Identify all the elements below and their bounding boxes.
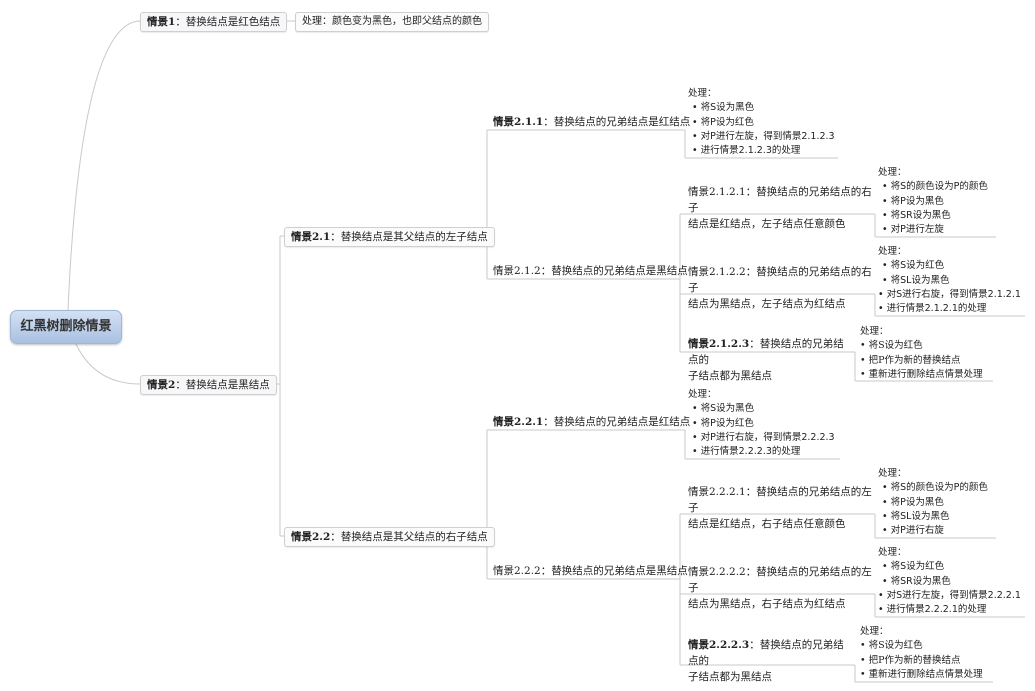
handling-item: 对P进行右旋，得到情景2.2.2.3 <box>688 431 835 445</box>
case2-1-text: ：替换结点是其父结点的左子结点 <box>330 231 488 243</box>
case2-2-2-prefix: 情景2.2.2 <box>493 565 541 577</box>
handling-item: 把P作为新的替换结点 <box>860 354 983 368</box>
case1-handling[interactable]: 处理：颜色变为黑色，也即父结点的颜色 <box>295 12 489 32</box>
label-line: 子结点都为黑结点 <box>688 671 772 683</box>
case2-prefix: 情景2 <box>147 379 176 391</box>
handling-item: 对P进行左旋 <box>878 223 988 237</box>
handling-title: 处理： <box>860 326 889 337</box>
label-line: ：替换结点的兄弟结点的左子 <box>688 486 872 514</box>
case2-1-1-node[interactable]: 情景2.1.1：替换结点的兄弟结点是红结点 <box>491 115 692 129</box>
case2-2-1-prefix: 情景2.2.1 <box>493 416 544 428</box>
label-line: 结点为黑结点，右子结点为红结点 <box>688 598 846 610</box>
case2-2-2-3-handling[interactable]: 处理： 将S设为红色 把P作为新的替换结点 重新进行删除结点情景处理 <box>860 625 983 682</box>
label-line: ：替换结点的兄弟结点的 <box>688 639 844 667</box>
case2-1-node[interactable]: 情景2.1：替换结点是其父结点的左子结点 <box>284 227 495 247</box>
case2-1-2-text: ：替换结点的兄弟结点是黑结点 <box>540 265 688 277</box>
handling-item: 将S设为红色 <box>878 259 1021 273</box>
case2-2-prefix: 情景2.2 <box>291 531 331 543</box>
case1-handling-text: 处理：颜色变为黑色，也即父结点的颜色 <box>302 16 482 27</box>
case2-1-prefix: 情景2.1 <box>291 231 331 243</box>
case2-2-1-handling[interactable]: 处理： 将S设为黑色 将P设为红色 对P进行右旋，得到情景2.2.2.3 进行情… <box>688 388 835 459</box>
handling-title: 处理： <box>878 547 907 558</box>
handling-item: 把P作为新的替换结点 <box>860 654 983 668</box>
case2-2-2-1-prefix: 情景2.2.2.1 <box>688 486 746 498</box>
handling-item: 将SR设为黑色 <box>878 575 1021 589</box>
root-node[interactable]: 红黑树删除情景 <box>10 310 122 344</box>
case2-2-2-2-handling[interactable]: 处理： 将S设为红色 将SR设为黑色 对S进行左旋，得到情景2.2.2.1 进行… <box>878 546 1021 617</box>
handling-title: 处理： <box>688 389 717 400</box>
label-line: 结点为黑结点，左子结点为红结点 <box>688 298 846 310</box>
case2-1-2-3-node[interactable]: 情景2.1.2.3：替换结点的兄弟结点的子结点都为黑结点 <box>686 336 855 384</box>
label-line: 子结点都为黑结点 <box>688 370 772 382</box>
handling-item: 将S的颜色设为P的颜色 <box>878 180 988 194</box>
handling-item: 进行情景2.2.2.1的处理 <box>878 603 1021 617</box>
label-line: 结点是红结点，右子结点任意颜色 <box>688 518 846 530</box>
case2-2-2-2-prefix: 情景2.2.2.2 <box>688 566 746 578</box>
handling-item: 将S的颜色设为P的颜色 <box>878 481 988 495</box>
handling-item: 对S进行右旋，得到情景2.1.2.1 <box>878 288 1021 302</box>
case2-1-1-handling[interactable]: 处理： 将S设为黑色 将P设为红色 对P进行左旋，得到情景2.1.2.3 进行情… <box>688 87 835 158</box>
root-label: 红黑树删除情景 <box>20 319 112 334</box>
handling-title: 处理： <box>878 468 907 479</box>
handling-title: 处理： <box>878 167 907 178</box>
case1-prefix: 情景1 <box>147 16 176 28</box>
case2-2-2-1-handling[interactable]: 处理： 将S的颜色设为P的颜色 将P设为黑色 将SL设为黑色 对P进行右旋 <box>878 467 988 538</box>
case2-1-2-node[interactable]: 情景2.1.2：替换结点的兄弟结点是黑结点 <box>491 264 690 278</box>
case2-1-2-1-handling[interactable]: 处理： 将S的颜色设为P的颜色 将P设为黑色 将SR设为黑色 对P进行左旋 <box>878 166 988 237</box>
case2-2-1-node[interactable]: 情景2.2.1：替换结点的兄弟结点是红结点 <box>491 415 692 429</box>
handling-item: 将S设为红色 <box>860 639 983 653</box>
case2-1-2-1-node[interactable]: 情景2.1.2.1：替换结点的兄弟结点的右子结点是红结点，左子结点任意颜色 <box>686 184 875 232</box>
handling-item: 进行情景2.1.2.3的处理 <box>688 144 835 158</box>
case2-2-2-2-node[interactable]: 情景2.2.2.2：替换结点的兄弟结点的左子结点为黑结点，右子结点为红结点 <box>686 564 875 612</box>
handling-title: 处理： <box>878 246 907 257</box>
case2-1-1-prefix: 情景2.1.1 <box>493 116 544 128</box>
handling-item: 将SL设为黑色 <box>878 510 988 524</box>
case2-node[interactable]: 情景2：替换结点是黑结点 <box>140 375 277 395</box>
case2-text: ：替换结点是黑结点 <box>175 379 270 391</box>
handling-item: 将SL设为黑色 <box>878 274 1021 288</box>
case2-2-2-node[interactable]: 情景2.2.2：替换结点的兄弟结点是黑结点 <box>491 564 690 578</box>
case2-1-2-3-prefix: 情景2.1.2.3 <box>688 338 750 350</box>
case1-node[interactable]: 情景1：替换结点是红色结点 <box>140 12 288 32</box>
handling-item: 进行情景2.1.2.1的处理 <box>878 302 1021 316</box>
handling-item: 将S设为黑色 <box>688 101 835 115</box>
handling-title: 处理： <box>688 88 717 99</box>
case2-1-2-1-prefix: 情景2.1.2.1 <box>688 186 746 198</box>
case2-1-1-text: ：替换结点的兄弟结点是红结点 <box>543 116 691 128</box>
case2-2-1-text: ：替换结点的兄弟结点是红结点 <box>543 416 691 428</box>
handling-item: 将S设为红色 <box>878 560 1021 574</box>
case2-1-2-prefix: 情景2.1.2 <box>493 265 541 277</box>
case2-2-2-1-node[interactable]: 情景2.2.2.1：替换结点的兄弟结点的左子结点是红结点，右子结点任意颜色 <box>686 484 875 532</box>
case1-text: ：替换结点是红色结点 <box>175 16 281 28</box>
handling-item: 将S设为黑色 <box>688 402 835 416</box>
label-line: ：替换结点的兄弟结点的 <box>688 338 844 366</box>
case2-1-2-2-node[interactable]: 情景2.1.2.2：替换结点的兄弟结点的右子结点为黑结点，左子结点为红结点 <box>686 264 875 312</box>
case2-1-2-2-handling[interactable]: 处理： 将S设为红色 将SL设为黑色 对S进行右旋，得到情景2.1.2.1 进行… <box>878 245 1021 316</box>
handling-item: 将P设为黑色 <box>878 195 988 209</box>
label-line: ：替换结点的兄弟结点的右子 <box>688 266 872 294</box>
case2-1-2-2-prefix: 情景2.1.2.2 <box>688 266 746 278</box>
case2-2-node[interactable]: 情景2.2：替换结点是其父结点的右子结点 <box>284 527 495 547</box>
handling-item: 进行情景2.2.2.3的处理 <box>688 445 835 459</box>
handling-item: 将P设为黑色 <box>878 496 988 510</box>
case2-2-2-3-node[interactable]: 情景2.2.2.3：替换结点的兄弟结点的子结点都为黑结点 <box>686 637 855 685</box>
handling-item: 将SR设为黑色 <box>878 209 988 223</box>
label-line: ：替换结点的兄弟结点的右子 <box>688 186 872 214</box>
handling-title: 处理： <box>860 626 889 637</box>
case2-2-2-text: ：替换结点的兄弟结点是黑结点 <box>540 565 688 577</box>
label-line: ：替换结点的兄弟结点的左子 <box>688 566 872 594</box>
handling-item: 将P设为红色 <box>688 116 835 130</box>
handling-item: 重新进行删除结点情景处理 <box>860 668 983 682</box>
label-line: 结点是红结点，左子结点任意颜色 <box>688 218 846 230</box>
handling-item: 对P进行左旋，得到情景2.1.2.3 <box>688 130 835 144</box>
case2-2-text: ：替换结点是其父结点的右子结点 <box>330 531 488 543</box>
handling-item: 对P进行右旋 <box>878 524 988 538</box>
handling-item: 将P设为红色 <box>688 417 835 431</box>
handling-item: 对S进行左旋，得到情景2.2.2.1 <box>878 589 1021 603</box>
handling-item: 重新进行删除结点情景处理 <box>860 368 983 382</box>
handling-item: 将S设为红色 <box>860 339 983 353</box>
case2-2-2-3-prefix: 情景2.2.2.3 <box>688 639 750 651</box>
case2-1-2-3-handling[interactable]: 处理： 将S设为红色 把P作为新的替换结点 重新进行删除结点情景处理 <box>860 325 983 382</box>
